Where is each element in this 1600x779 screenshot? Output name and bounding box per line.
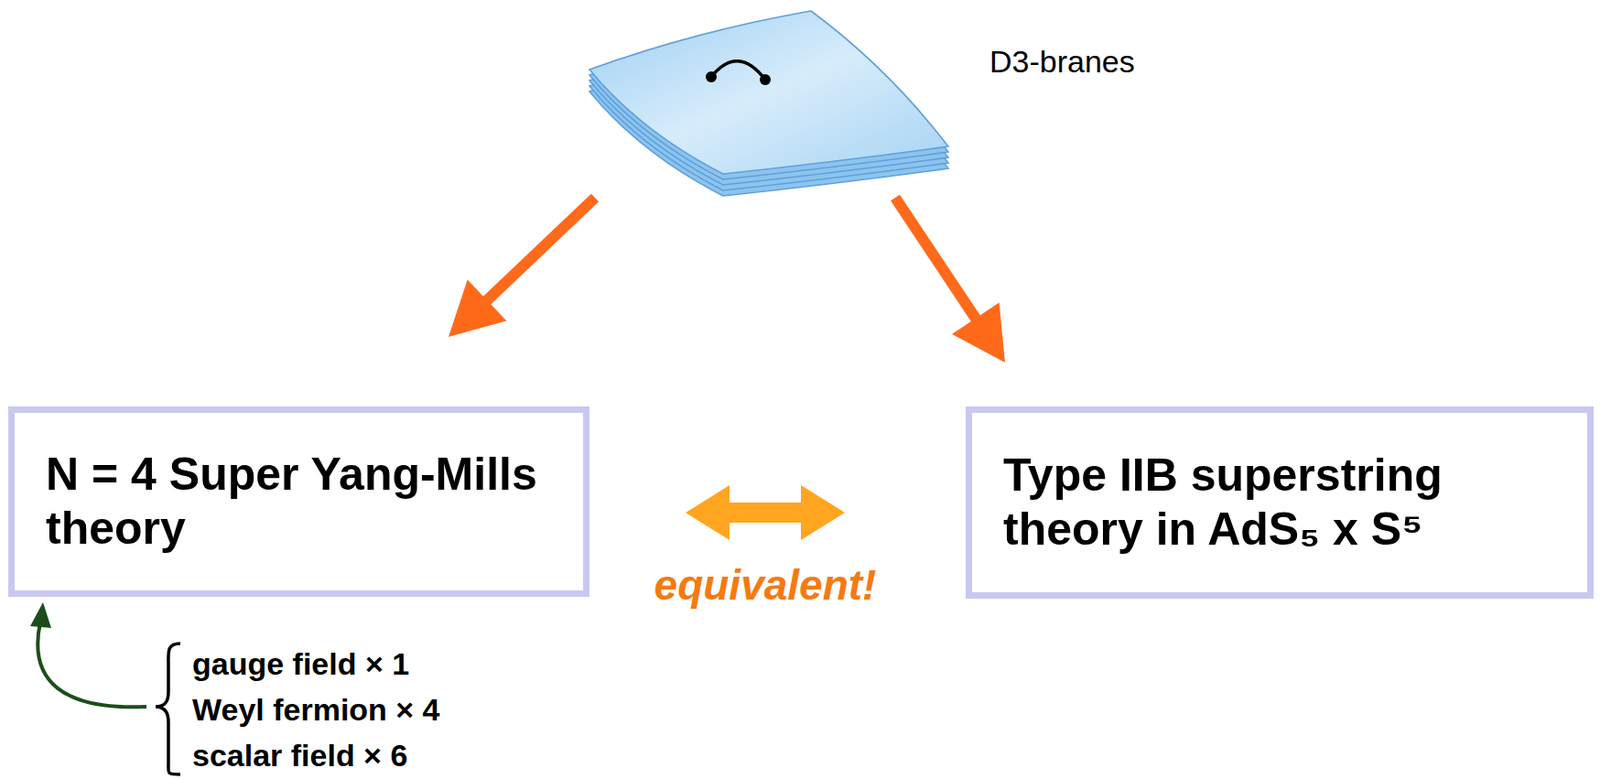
brane-illustration <box>585 3 952 198</box>
arrowhead <box>448 280 507 337</box>
connector-line <box>895 197 978 322</box>
theory-title: Type IIB superstring theory in AdS₅ x S⁵ <box>1003 448 1557 557</box>
theory-title: N = 4 Super Yang-Mills theory <box>45 447 552 556</box>
field-content: Weyl fermion × 4 <box>192 691 441 728</box>
connector-line <box>484 197 595 303</box>
arrowhead <box>951 302 1006 363</box>
curly-brace <box>155 643 181 775</box>
string-endpoint <box>705 71 717 83</box>
field-content: scalar field × 6 <box>192 736 408 774</box>
brane-label: D3-branes <box>989 43 1136 80</box>
string-theory-box: Type IIB superstring theory in AdS₅ x S⁵ <box>965 406 1594 599</box>
equivalence-arrow <box>685 485 845 541</box>
field-content: gauge field × 1 <box>192 645 410 682</box>
pointer-arrow <box>37 622 147 707</box>
string-endpoint <box>759 74 771 86</box>
pointer-arrowhead <box>30 602 52 628</box>
edge-label: equivalent! <box>650 560 881 610</box>
brane-sheet <box>589 10 949 174</box>
connector <box>895 197 1006 363</box>
gauge-theory-box: N = 4 Super Yang-Mills theory <box>8 406 590 597</box>
open-string <box>711 61 766 80</box>
connector <box>448 197 595 337</box>
brane-stack: D3-branes <box>585 3 1154 198</box>
connector <box>685 485 845 541</box>
